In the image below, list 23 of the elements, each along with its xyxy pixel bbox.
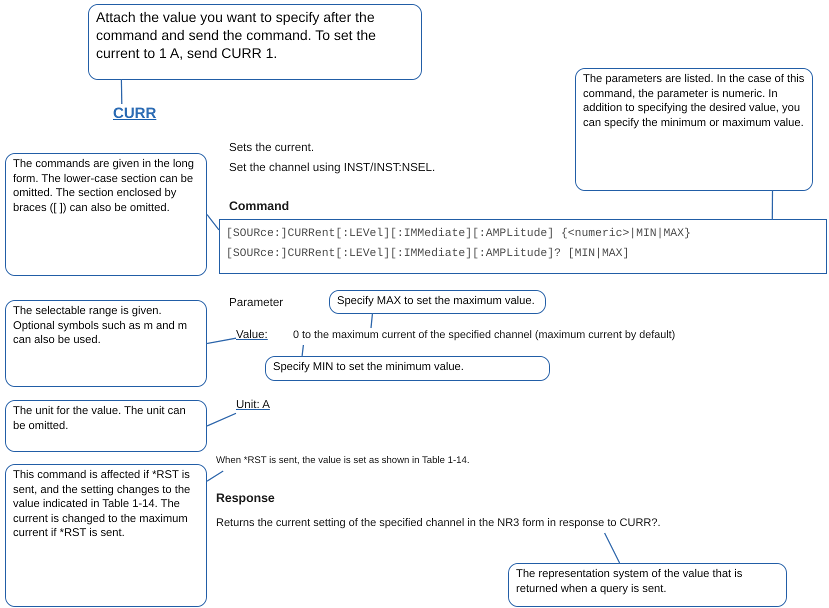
callout-bubble: Specify MIN to set the minimum value.	[265, 356, 550, 381]
parameter-name: Value:	[236, 328, 276, 345]
command-syntax-box	[219, 219, 827, 274]
reset-note: When *RST is sent, the value is set as shown in Table 1-14.	[216, 455, 576, 471]
response-text: Returns the current setting of the specified channel in the NR3 form in response to CURR?.	[216, 516, 796, 533]
description-text: Set the channel using INST/INST:NSEL.	[229, 161, 436, 174]
description-text: Sets the current.	[229, 141, 314, 154]
section-heading: Command	[229, 199, 290, 213]
value-range-text: 0 to the maximum current of the specified channel (maximum current by default)	[293, 328, 813, 345]
callout-bubble: The commands are given in the long form. The lower-case section can be omitted. The section enclosed by braces ([ ]) can also be omitted.	[5, 153, 207, 276]
callout-bubble: The parameters are listed. In the case of this command, the parameter is numeric. In addition to specifying the desired value, you can specify the minimum or maximum value.	[575, 68, 813, 191]
callout-bubble: Specify MAX to set the maximum value.	[329, 290, 546, 314]
callout-bubble: The selectable range is given. Optional symbols such as m and m can also be used.	[5, 300, 207, 387]
callout-bubble: This command is affected if *RST is sent, and the setting changes to the value indicated in Table 1-14. The current is changed to the maximum current if *RST is sent.	[5, 464, 207, 607]
section-heading: Response	[216, 491, 275, 505]
callout-bubble: The unit for the value. The unit can be omitted.	[5, 400, 207, 452]
unit-text: Unit: A	[236, 398, 278, 415]
callout-bubble: Attach the value you want to specify after the command and send the command. To set the current to 1 A, send CURR 1.	[88, 4, 422, 80]
command-heading: CURR	[113, 104, 157, 124]
section-heading: Parameter	[229, 296, 284, 309]
command-line: [SOURce:]CURRent[:LEVel][:IMMediate][:AMPLitude] {<numeric>|MIN|MAX}	[226, 226, 692, 242]
command-line: [SOURce:]CURRent[:LEVel][:IMMediate][:AMPLitude]? [MIN|MAX]	[226, 246, 630, 262]
callout-bubble: The representation system of the value that is returned when a query is sent.	[508, 563, 787, 607]
